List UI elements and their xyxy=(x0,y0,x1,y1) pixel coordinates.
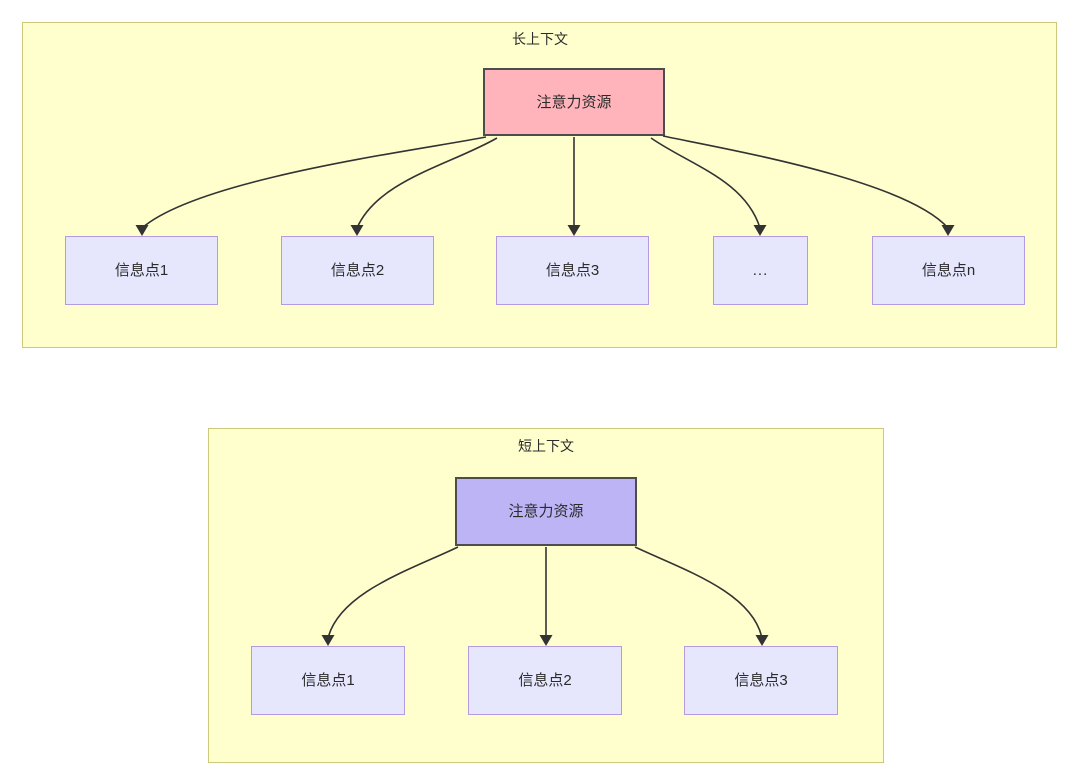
node-info-point-short-context-0[interactable]: 信息点1 xyxy=(251,646,405,715)
node-info-point-short-context-1[interactable]: 信息点2 xyxy=(468,646,622,715)
group-title-long-context: 长上下文 xyxy=(512,31,568,47)
node-info-point-long-context-4[interactable]: 信息点n xyxy=(872,236,1025,305)
node-info-point-short-context-2[interactable]: 信息点3 xyxy=(684,646,838,715)
node-info-point-long-context-3[interactable]: ... xyxy=(713,236,808,305)
node-attention-resource-short-context[interactable]: 注意力资源 xyxy=(455,477,637,546)
node-info-point-long-context-2[interactable]: 信息点3 xyxy=(496,236,649,305)
node-info-point-long-context-1[interactable]: 信息点2 xyxy=(281,236,434,305)
group-title-short-context: 短上下文 xyxy=(518,438,574,454)
node-info-point-long-context-0[interactable]: 信息点1 xyxy=(65,236,218,305)
node-attention-resource-long-context[interactable]: 注意力资源 xyxy=(483,68,665,136)
